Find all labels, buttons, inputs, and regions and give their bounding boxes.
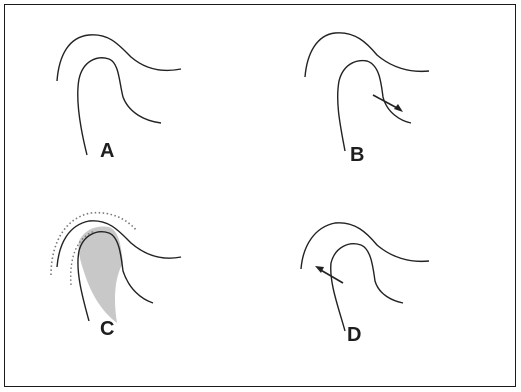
inner-curve-b [338, 61, 411, 151]
panel-a: A [57, 35, 181, 162]
outer-curve-b [305, 33, 429, 77]
panel-b: B [305, 33, 429, 166]
panel-label-a: A [100, 140, 114, 162]
outer-curve-d [301, 223, 429, 269]
panel-label-d: D [347, 324, 361, 346]
panel-label-b: B [350, 144, 364, 166]
inner-curve-a [78, 58, 161, 155]
panel-label-c: C [100, 318, 114, 340]
panel-d: D [301, 223, 429, 346]
panel-c: C [51, 213, 181, 340]
arrow-b [373, 95, 399, 109]
figure-frame: A B C D [4, 4, 516, 387]
arrowhead-b [394, 104, 403, 112]
inner-curve-d [331, 244, 403, 331]
diagram-canvas: A B C D [5, 5, 517, 388]
